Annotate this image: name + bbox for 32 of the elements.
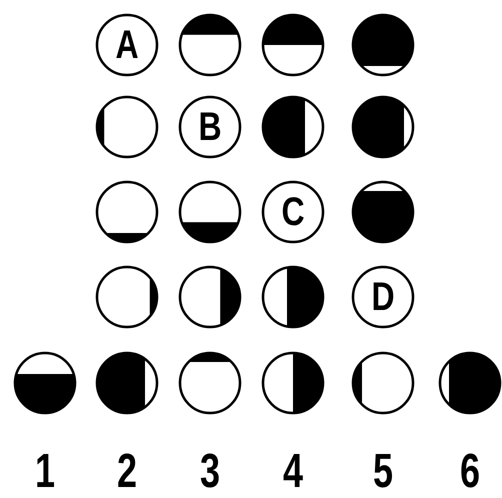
column-number: 1 — [34, 448, 56, 496]
lettered-circle — [178, 95, 242, 159]
shaded-circle — [438, 351, 502, 415]
circle-letter: C — [281, 192, 305, 232]
lettered-circle — [95, 13, 159, 77]
column-number: 2 — [116, 448, 138, 496]
shaded-circle — [95, 351, 159, 415]
shaded-circle — [178, 180, 242, 244]
circle-letter: B — [198, 107, 222, 147]
column-number: 6 — [460, 448, 480, 496]
column-number: 5 — [372, 448, 394, 496]
column-number: 4 — [282, 448, 304, 496]
shaded-circle — [351, 95, 415, 159]
shaded-circle — [351, 180, 415, 244]
shaded-circle — [261, 265, 325, 329]
shaded-circle — [261, 13, 325, 77]
shaded-circle — [351, 13, 415, 77]
shaded-circle — [178, 265, 242, 329]
shaded-circle — [178, 13, 242, 77]
column-number: 3 — [200, 448, 220, 496]
circle-letter: D — [371, 277, 395, 317]
shaded-circle — [178, 351, 242, 415]
shaded-circle — [95, 265, 159, 329]
shaded-circle — [95, 180, 159, 244]
circle-letter: A — [115, 25, 139, 65]
shaded-circle — [13, 351, 77, 415]
shaded-circle — [95, 95, 159, 159]
lettered-circle — [351, 265, 415, 329]
lettered-circle — [261, 180, 325, 244]
shaded-circle — [261, 95, 325, 159]
shaded-circle — [261, 351, 325, 415]
shaded-circle — [351, 351, 415, 415]
